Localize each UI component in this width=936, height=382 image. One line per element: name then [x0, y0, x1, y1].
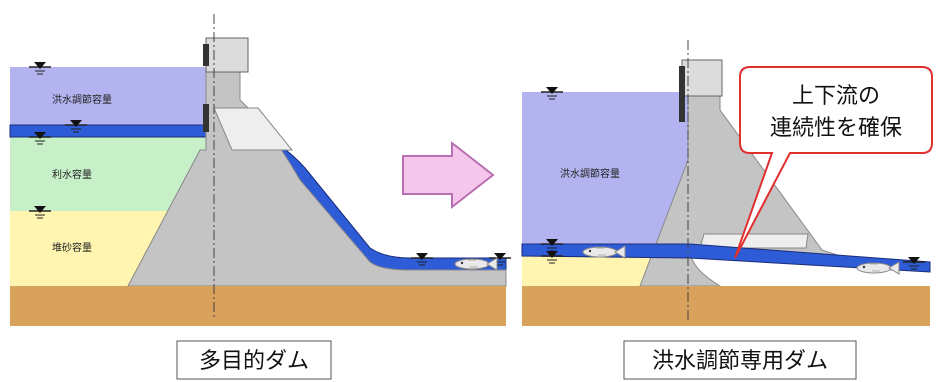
sediment-label: 堆砂容量 — [52, 241, 92, 254]
flood-control-layer — [10, 67, 206, 125]
intake-gate — [679, 66, 685, 122]
dam-crest — [205, 37, 249, 73]
flood-control-label: 洪水調節容量 — [560, 167, 620, 180]
caption-flood-control-dam: 洪水調節専用ダム — [652, 349, 828, 374]
callout-line-2: 連続性を確保 — [770, 116, 902, 141]
intake-gate — [203, 104, 209, 132]
water-use-layer — [10, 137, 206, 211]
right-arrow-icon — [402, 140, 495, 210]
caption-multipurpose-dam: 多目的ダム — [199, 349, 309, 374]
dam-gallery — [213, 107, 294, 151]
flood-control-dam-panel: 洪水調節容量 上下流の 連続性を確保 — [521, 40, 933, 326]
caption-box — [623, 340, 857, 380]
callout-box — [734, 66, 933, 259]
ground — [522, 286, 930, 326]
flood-control-layer — [522, 92, 688, 244]
water-use-label: 利水容量 — [52, 168, 92, 181]
dam-gallery — [699, 233, 809, 249]
flood-control-label: 洪水調節容量 — [52, 93, 112, 106]
ground — [10, 286, 506, 326]
multipurpose-dam-panel: 洪水調節容量 利水容量 堆砂容量 — [9, 14, 512, 326]
callout-line-1: 上下流の — [792, 84, 880, 109]
caption-box — [176, 340, 332, 380]
intake-gate — [203, 44, 209, 66]
